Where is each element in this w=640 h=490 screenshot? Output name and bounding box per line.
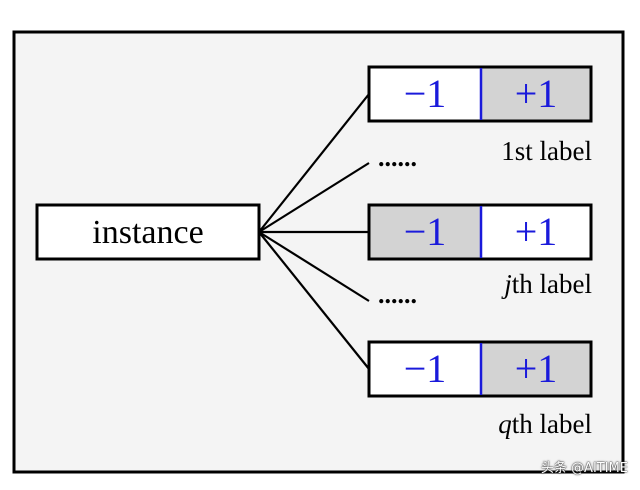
minus-one-qth: −1 [404, 346, 447, 391]
label-box-jth [367, 203, 593, 261]
minus-cell-jth [369, 205, 481, 259]
caption-qth-variable: q [498, 409, 512, 439]
connector-line-qth [258, 231, 370, 370]
instance-box [35, 203, 261, 261]
label-row-first: −1 +1 1st label [367, 65, 593, 166]
plus-one-qth: +1 [515, 346, 558, 391]
minus-one-jth: −1 [404, 209, 447, 254]
watermark: 头条 @AITIME [540, 461, 628, 476]
minus-cell-first [369, 67, 481, 121]
plus-one-first: +1 [515, 71, 558, 116]
connector-lines [258, 93, 370, 370]
caption-jth: jth label [501, 269, 592, 299]
instance-label: instance [92, 214, 203, 251]
connector-line-first [258, 93, 370, 233]
caption-jth-variable: j [501, 269, 512, 299]
label-box-qth [367, 340, 593, 398]
minus-cell-qth [369, 342, 481, 396]
plus-cell-qth [481, 342, 591, 396]
minus-one-first: −1 [404, 71, 447, 116]
connector-line-lower-ellipsis [258, 231, 370, 302]
label-box-first [367, 65, 593, 123]
plus-cell-first [481, 67, 591, 121]
ellipsis-upper: ...... [378, 143, 417, 172]
caption-qth-text: th label [512, 409, 592, 439]
ellipsis-lower: ...... [378, 280, 417, 309]
label-row-qth: −1 +1 qth label [367, 340, 593, 439]
plus-one-jth: +1 [515, 209, 558, 254]
caption-qth: qth label [498, 409, 592, 439]
connector-line-upper-ellipsis [258, 162, 370, 233]
caption-first: 1st label [501, 136, 592, 166]
plus-cell-jth [481, 205, 591, 259]
instance-node: instance [35, 203, 261, 261]
label-row-jth: −1 +1 jth label [367, 203, 593, 299]
caption-jth-text: th label [512, 269, 592, 299]
